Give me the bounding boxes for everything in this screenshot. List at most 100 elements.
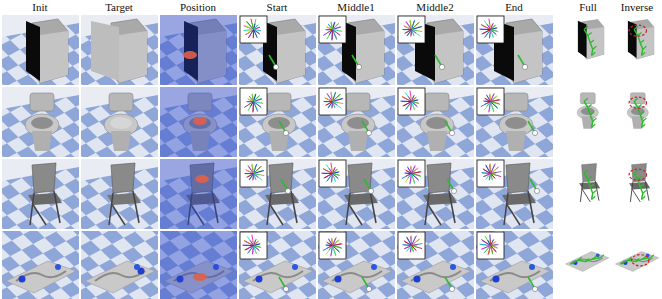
force-arrow [590, 112, 594, 115]
chair-back [506, 163, 530, 193]
floor [81, 15, 158, 85]
force-vector [254, 102, 258, 112]
force-vector [333, 23, 340, 29]
force-vector [412, 236, 417, 246]
force-arrow [638, 33, 642, 36]
force-arrow [528, 121, 534, 131]
force-vector [248, 165, 254, 173]
inset-box [398, 16, 425, 43]
force-vector [491, 30, 494, 39]
position-overlay [160, 87, 237, 157]
force-vector [412, 102, 415, 111]
force-vector [333, 102, 335, 109]
force-arrow [642, 196, 646, 199]
force-vector [329, 30, 332, 35]
image-cell [2, 231, 79, 299]
force-vector [252, 94, 253, 102]
gripper-point [366, 130, 371, 135]
force-vector [323, 246, 333, 251]
chair-leg [111, 203, 125, 225]
force-arrow [588, 33, 592, 36]
force-vector [412, 174, 422, 177]
floor [397, 231, 474, 299]
force-vector [412, 165, 416, 173]
force-vector [406, 21, 412, 29]
force-vector [333, 174, 341, 176]
force-arrow [593, 46, 597, 49]
toilet-base [111, 131, 131, 151]
floor [239, 159, 316, 229]
force-vector [488, 240, 491, 245]
gripper-point [366, 286, 371, 291]
highlight-circle [629, 169, 646, 180]
chair-back [427, 163, 451, 193]
contact-heatmap [193, 273, 207, 281]
image-cell [318, 159, 395, 229]
column-header: Init [30, 0, 50, 14]
force-arrow [445, 277, 451, 287]
force-arrow [352, 55, 358, 65]
floor [81, 87, 158, 157]
force-vector [402, 174, 412, 179]
floor [318, 15, 395, 85]
force-vector [406, 246, 411, 252]
chair-back [111, 163, 135, 193]
force-arrow [634, 170, 638, 173]
force-vector [333, 94, 341, 101]
board-groove [95, 271, 145, 281]
force-vector [245, 173, 254, 174]
force-vector [408, 96, 411, 101]
inset-box [319, 160, 346, 187]
fridge-front [435, 31, 463, 83]
floor [2, 159, 79, 229]
force-vector [254, 166, 262, 173]
column-header: End [503, 0, 525, 14]
gripper-point [285, 188, 290, 193]
contact-heatmap [195, 175, 209, 183]
force-vector [254, 25, 259, 30]
force-vector [491, 164, 496, 174]
floor [160, 15, 237, 85]
ball [414, 276, 421, 283]
gripper-point [273, 64, 278, 69]
force-vector [243, 25, 253, 29]
force-vector [333, 246, 336, 256]
floor [81, 231, 158, 299]
chair-leg [580, 182, 582, 202]
force-vector [491, 30, 499, 32]
floor [318, 159, 395, 229]
column-header: Middle1 [335, 0, 377, 14]
chair-leg [30, 193, 34, 225]
ball [371, 264, 377, 270]
ball [19, 276, 26, 283]
force-vector [486, 165, 491, 174]
column-header: Start [265, 0, 290, 14]
force-vector [254, 246, 262, 248]
force-vector [247, 99, 253, 102]
force-arrow [650, 255, 654, 258]
force-vector [491, 102, 494, 112]
inset-box [240, 88, 267, 115]
force-arrow [620, 261, 624, 264]
force-vector [407, 167, 411, 174]
chair-leg [54, 191, 60, 223]
force-vector [485, 101, 491, 102]
gripper-point [522, 64, 527, 69]
force-arrow [640, 40, 644, 43]
force-vector [481, 24, 491, 29]
force-arrow [435, 55, 441, 65]
chair-leg [582, 188, 591, 202]
board [401, 261, 471, 293]
ball [335, 276, 342, 283]
force-arrow [638, 177, 642, 180]
floor [476, 87, 553, 157]
force-vector [491, 93, 495, 101]
force-arrow [588, 177, 592, 180]
force-vector [486, 95, 490, 102]
force-arrow [447, 179, 453, 189]
inset-box [398, 232, 425, 259]
gripper-point [283, 286, 288, 291]
force-vector [254, 102, 264, 104]
force-vector [403, 29, 412, 30]
force-vector [491, 23, 494, 29]
